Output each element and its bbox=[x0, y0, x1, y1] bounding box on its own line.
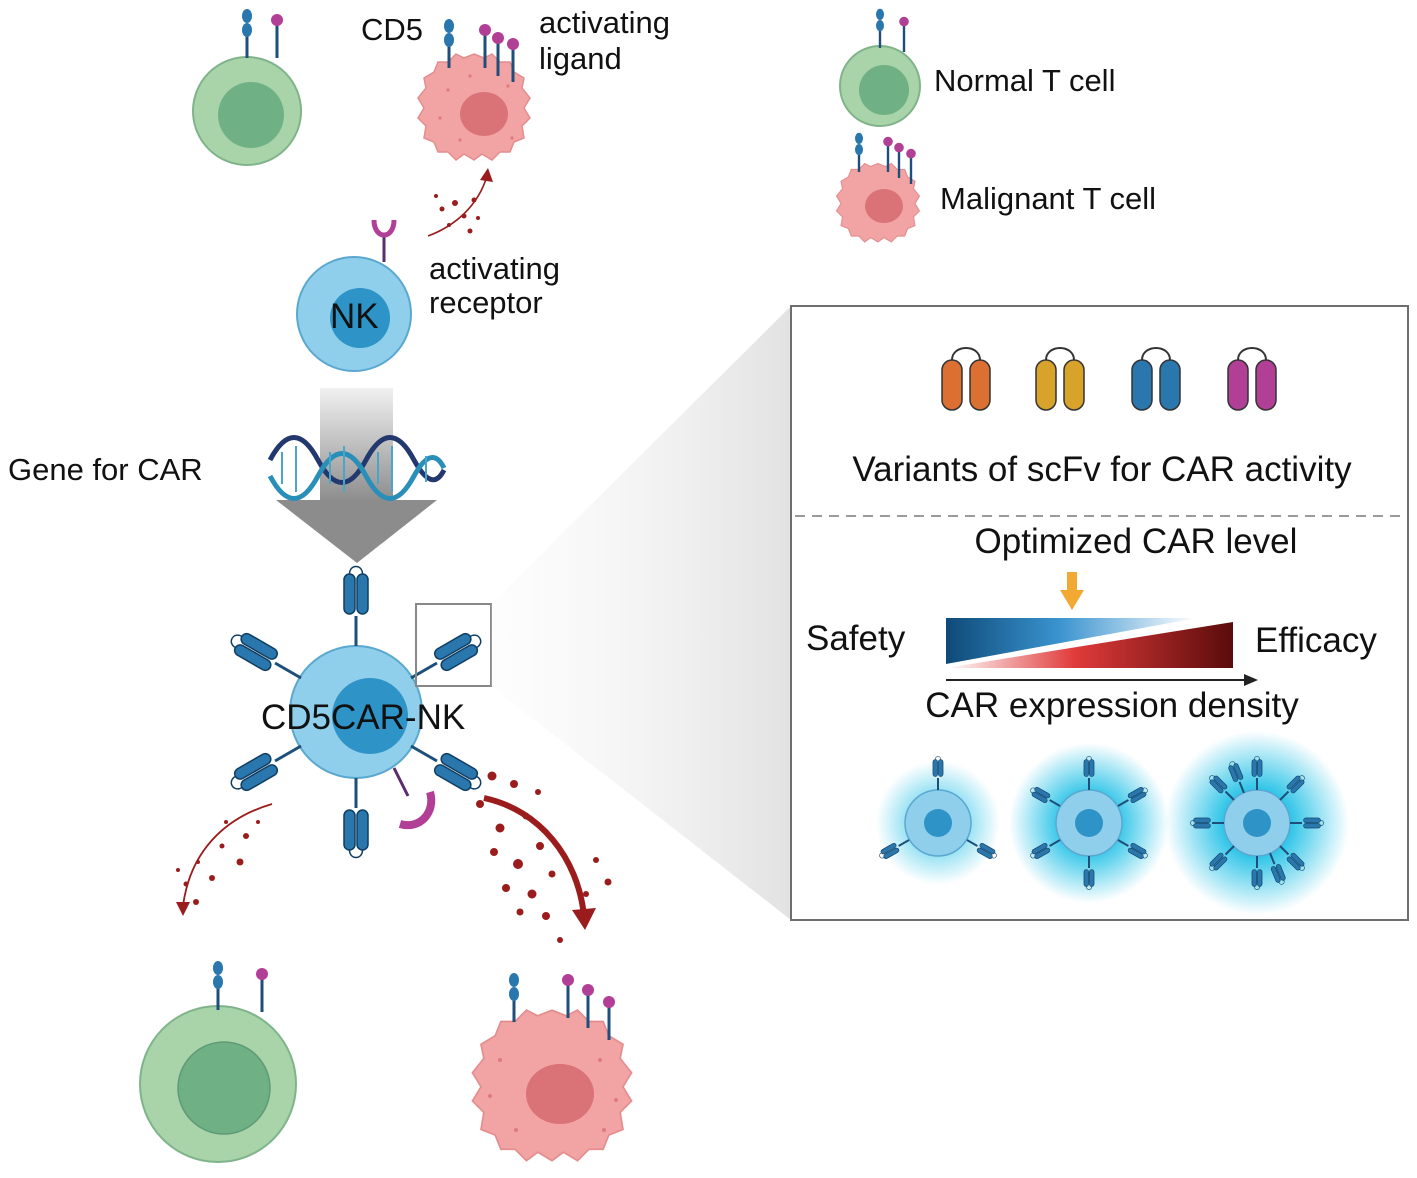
detail-panel: Variants of scFv for CAR activity Optimi… bbox=[790, 305, 1409, 921]
bottom-normal-t-cell bbox=[139, 959, 297, 1163]
legend-malignant-t-cell-icon bbox=[836, 131, 920, 243]
activating-receptor-label-line1: activating bbox=[429, 251, 560, 286]
legend-malignant-t-cell-label: Malignant T cell bbox=[940, 181, 1156, 216]
strong-killing-arrow bbox=[476, 771, 612, 943]
medium-density-car-cell bbox=[1009, 743, 1169, 903]
legend: Normal T cell Malignant T cell bbox=[836, 7, 1156, 243]
nk-cell bbox=[296, 219, 412, 372]
weak-killing-arrow bbox=[176, 803, 273, 916]
efficacy-label: Efficacy bbox=[1255, 621, 1377, 660]
car-expression-density-label: CAR expression density bbox=[925, 686, 1299, 725]
activating-ligand-label-line2: ligand bbox=[539, 41, 622, 76]
density-axis-arrow bbox=[946, 674, 1258, 686]
dna-icon bbox=[267, 435, 447, 501]
cd5car-nk-label: CD5CAR-NK bbox=[261, 698, 465, 737]
safety-label: Safety bbox=[806, 619, 906, 658]
nk-label: NK bbox=[330, 297, 379, 336]
legend-normal-t-cell-icon bbox=[839, 7, 921, 127]
optimized-level-arrow bbox=[1060, 572, 1084, 610]
top-normal-t-cell bbox=[192, 7, 302, 166]
nk-to-malignant-arrow bbox=[427, 168, 493, 237]
transduction-arrow bbox=[276, 388, 437, 563]
low-density-car-cell bbox=[876, 756, 1000, 885]
safety-efficacy-gradient bbox=[946, 618, 1233, 668]
optimized-car-level-label: Optimized CAR level bbox=[975, 522, 1298, 561]
bottom-malignant-t-cell bbox=[471, 971, 633, 1162]
zoom-projection bbox=[491, 306, 791, 920]
top-malignant-t-cell bbox=[417, 17, 531, 161]
cd5-label: CD5 bbox=[361, 12, 423, 47]
high-density-car-cell bbox=[1165, 731, 1349, 915]
variants-title: Variants of scFv for CAR activity bbox=[852, 450, 1352, 489]
activating-ligand-label-line1: activating bbox=[539, 5, 670, 40]
gene-for-car-label: Gene for CAR bbox=[8, 452, 203, 487]
activating-receptor-label-line2: receptor bbox=[429, 285, 543, 320]
legend-normal-t-cell-label: Normal T cell bbox=[934, 63, 1115, 98]
